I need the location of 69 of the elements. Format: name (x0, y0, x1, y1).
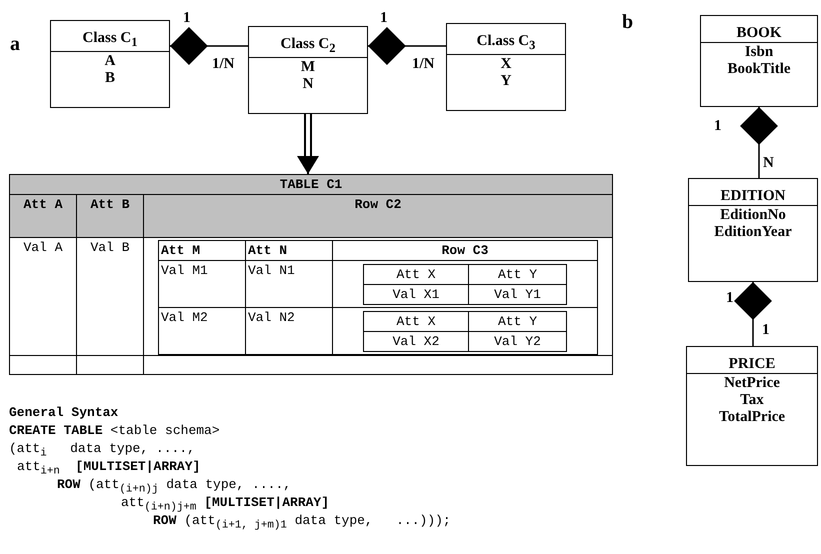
data-cell: Val Y2 (468, 332, 566, 352)
class-name: BOOK (701, 16, 817, 43)
class-name: EDITION (689, 179, 817, 206)
header-cell: Att B (76, 194, 144, 238)
panel-label: b (622, 14, 634, 30)
multiplicity-label: 1/N (212, 56, 234, 72)
multiplicity-label: 1 (714, 118, 722, 134)
attribute-name: NetPrice (723, 374, 781, 392)
attribute-name: B (104, 70, 116, 87)
class-box (700, 15, 818, 107)
class-box (688, 178, 818, 282)
attribute-name: EditionNo (719, 206, 787, 224)
class-name: Cl.ass C$_{3}$ (447, 24, 565, 55)
data-cell: Val Y1 (468, 284, 566, 304)
code-heading: General Syntax (9, 404, 118, 422)
multiplicity-label: 1 (183, 10, 190, 26)
panel-label: a (10, 36, 20, 52)
composition-line (170, 27, 248, 65)
data-cell: Val X2 (364, 332, 468, 352)
data-cell: Att X (364, 312, 468, 332)
header-cell: Att M (158, 240, 246, 260)
data-cell: Val X1 (364, 284, 468, 304)
multiplicity-label: 1 (726, 290, 734, 306)
multiplicity-label: 1/N (412, 56, 434, 72)
class-box (248, 26, 368, 114)
attribute-name: Isbn (744, 43, 774, 61)
code-line: att$_{(i+n)j+m}$ [MULTISET|ARRAY] (121, 494, 330, 514)
code-line: att$_{i+n}$ [MULTISET|ARRAY] (17, 458, 200, 478)
attribute-name: A (104, 52, 116, 70)
data-cell: Val N1 (246, 260, 332, 308)
multiplicity-label: N (763, 155, 774, 171)
code-line: (att$_{i}$ data type, ...., (9, 440, 195, 460)
header-cell: Row C3 (332, 240, 598, 260)
class-name: PRICE (687, 347, 817, 374)
class-name: Class C$_{2}$ (249, 27, 367, 58)
header-cell: TABLE C1 (10, 174, 612, 194)
class-box (686, 346, 818, 466)
multiplicity-label: 1 (380, 10, 388, 26)
data-cell: Val M2 (158, 308, 246, 354)
code-line: ROW (att$_{(i+1, j+m)1}$ data type, ...))); (153, 512, 451, 534)
class-name: Class C$_{1}$ (51, 21, 169, 52)
header-cell: Att A (10, 194, 76, 238)
composition-line (740, 107, 778, 178)
attribute-name: EditionYear (713, 224, 793, 241)
attribute-name: M (300, 58, 316, 76)
attribute-name: Y (500, 73, 512, 90)
data-cell: Att Y (468, 312, 566, 332)
data-cell: Val M1 (158, 260, 246, 308)
composition-line (734, 282, 772, 346)
composition-line (368, 27, 446, 65)
data-cell: Val B (76, 238, 144, 356)
code-line: CREATE TABLE <table schema> (9, 422, 220, 440)
nested-table (9, 174, 613, 375)
data-cell: Val N2 (246, 308, 332, 354)
attribute-name: TotalPrice (718, 409, 786, 426)
attribute-name: X (500, 55, 512, 73)
attribute-name: N (302, 76, 314, 93)
class-box (50, 20, 170, 108)
multiplicity-label: 1 (762, 322, 770, 338)
header-cell: Att N (246, 240, 332, 260)
attribute-name: Tax (739, 392, 765, 409)
header-cell: Row C2 (144, 194, 612, 238)
class-box (446, 23, 566, 111)
data-cell: Att Y (468, 264, 566, 284)
code-line: ROW (att$_{(i+n)j}$ data type, ...., (57, 476, 292, 496)
arrow (297, 113, 319, 175)
attribute-name: BookTitle (726, 61, 792, 78)
data-cell: Val A (10, 238, 76, 356)
data-cell: Att X (364, 264, 468, 284)
